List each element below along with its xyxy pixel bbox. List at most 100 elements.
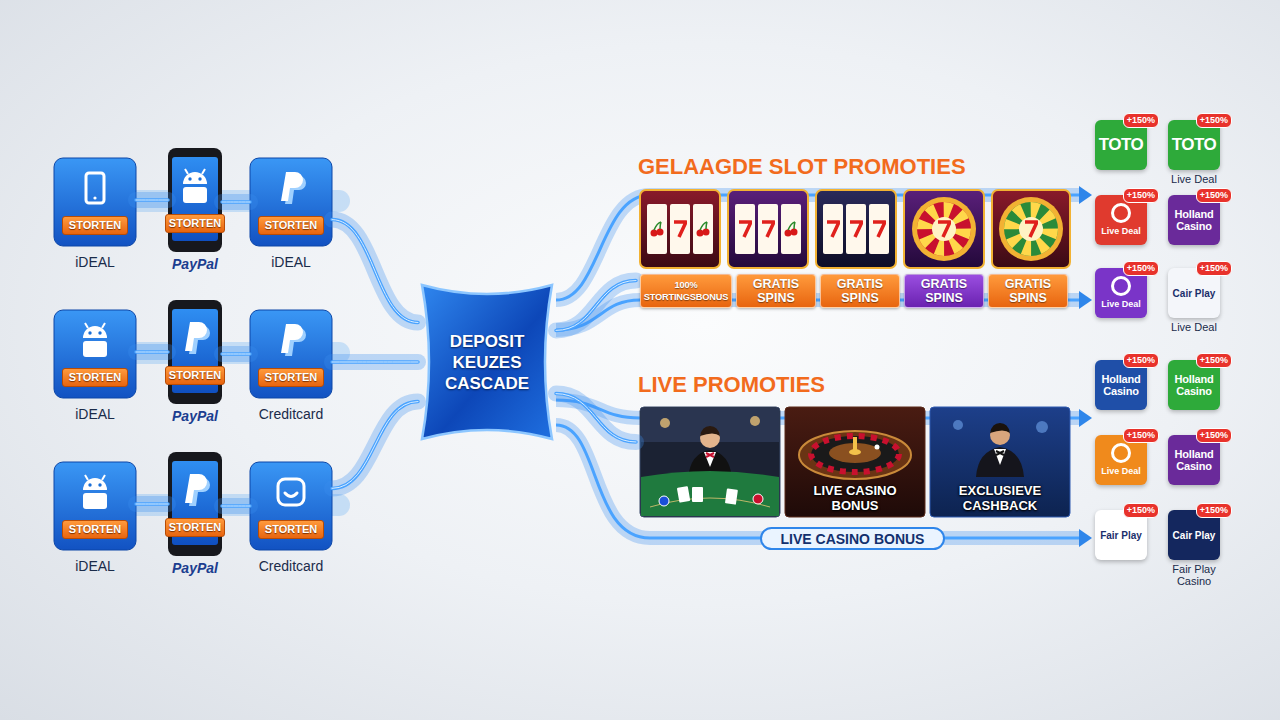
flow-connector bbox=[222, 354, 250, 355]
brand-name: Live Deal bbox=[1097, 299, 1145, 310]
target-icon bbox=[1111, 203, 1131, 223]
flow-connector bbox=[332, 402, 418, 489]
bonus-badge: +150% bbox=[1123, 503, 1159, 518]
flow-line bbox=[222, 200, 250, 204]
deposit-button: STORTEN bbox=[62, 216, 128, 235]
flow-line bbox=[222, 354, 250, 355]
live-tile-art-part bbox=[976, 447, 1024, 477]
payment-icon-art-part bbox=[185, 322, 210, 354]
flow-line bbox=[136, 350, 168, 354]
slot-tile-art-part bbox=[992, 190, 1070, 268]
payment-caption: iDEAL bbox=[34, 558, 156, 574]
payment-caption: Creditcard bbox=[230, 406, 352, 422]
deposit-button: STORTEN bbox=[258, 368, 324, 387]
slot-tile-art-part bbox=[651, 222, 664, 237]
bonus-badge: +150% bbox=[1196, 428, 1232, 443]
brand-name: Holland Casino bbox=[1170, 208, 1218, 232]
bonus-badge: +150% bbox=[1196, 113, 1232, 128]
slot-tile-art-part bbox=[781, 204, 801, 254]
slot-tile-art-part bbox=[816, 190, 896, 268]
payment-icon-art-part bbox=[281, 324, 306, 356]
brand-logo: +150%Holland Casino bbox=[1095, 360, 1147, 410]
flow-arrowhead bbox=[1079, 186, 1092, 547]
slot-tile-art-part bbox=[1013, 211, 1049, 247]
flow-arrowhead-part bbox=[1079, 529, 1092, 547]
deposit-button: STORTEN bbox=[258, 216, 324, 235]
payment-icon-art-part bbox=[83, 323, 107, 357]
bonus-chip: GRATIS SPINS bbox=[988, 274, 1068, 308]
flow-line bbox=[136, 504, 168, 505]
payment-phone-icon: STORTENPayPal bbox=[168, 452, 222, 556]
flow-connector bbox=[556, 394, 636, 442]
brand-caption: Live Deal bbox=[1159, 321, 1229, 333]
brand-name: TOTO bbox=[1170, 135, 1218, 155]
live-tile-art-part bbox=[660, 418, 670, 428]
flow-arrowhead-part bbox=[1079, 409, 1092, 427]
payment-icon: STORTENCreditcard bbox=[250, 310, 332, 398]
flow-line bbox=[222, 194, 250, 210]
live-tile-art-part bbox=[875, 445, 880, 450]
payment-icon-art-part bbox=[54, 462, 136, 550]
slot-tile-art-part bbox=[873, 222, 885, 237]
live-tile-art-part bbox=[753, 494, 763, 504]
group-heading: LIVE PROMOTIES bbox=[638, 372, 825, 397]
payment-icon-art-part bbox=[54, 310, 136, 398]
slot-tile-art-part bbox=[739, 222, 751, 237]
flow-line bbox=[332, 220, 418, 323]
flow-line bbox=[332, 354, 418, 370]
chip-label: GRATIS SPINS bbox=[907, 277, 981, 305]
tile-label: LIVE CASINO BONUS bbox=[799, 483, 911, 513]
flow-line bbox=[332, 402, 418, 489]
slot-tile-art-part bbox=[816, 190, 896, 268]
payment-icon-art-part bbox=[168, 300, 222, 404]
flow-line bbox=[136, 344, 168, 360]
live-tile-art-part bbox=[706, 453, 714, 457]
payment-caption: iDEAL bbox=[34, 406, 156, 422]
slot-tile-art-part bbox=[992, 190, 1070, 268]
brand-logo: +150%Holland Casino bbox=[1168, 195, 1220, 245]
slot-tile-art-part bbox=[762, 222, 774, 237]
payment-icon-art-part bbox=[168, 148, 222, 252]
flow-line bbox=[136, 192, 168, 208]
payment-icon: STORTENiDEAL bbox=[54, 462, 136, 550]
brand-logo: +150%Live Deal bbox=[1095, 435, 1147, 485]
flow-connector bbox=[222, 202, 250, 203]
slot-tile-art-part bbox=[846, 204, 866, 254]
flow-line bbox=[332, 220, 418, 323]
group-heading: GELAAGDE SLOT PROMOTIES bbox=[638, 154, 966, 179]
flow-line bbox=[556, 394, 636, 442]
live-tile-art-part bbox=[704, 452, 716, 467]
brand-name: Live Deal bbox=[1097, 466, 1145, 477]
slot-tile-art-part bbox=[904, 190, 984, 268]
deposit-button: STORTEN bbox=[165, 366, 225, 385]
payment-phone-icon: STORTENPayPal bbox=[168, 300, 222, 404]
brand-name: Fair Play bbox=[1097, 530, 1145, 541]
live-tile-art-part bbox=[853, 437, 857, 452]
bonus-badge: +150% bbox=[1123, 428, 1159, 443]
slot-tile-art-part bbox=[758, 204, 778, 254]
flow-line bbox=[222, 346, 250, 362]
payment-icon: STORTENCreditcard bbox=[250, 462, 332, 550]
payment-icon: STORTENiDEAL bbox=[54, 310, 136, 398]
payment-icon-art-part bbox=[185, 474, 210, 506]
slot-tile-art-part bbox=[912, 197, 976, 261]
payment-icon-art-part bbox=[83, 475, 107, 509]
target-icon bbox=[1111, 276, 1131, 296]
promo-group: GELAAGDE SLOT PROMOTIES100% STORTINGSBON… bbox=[636, 186, 1075, 312]
brand-logo: +150%Fair Play bbox=[1095, 510, 1147, 560]
payment-caption: iDEAL bbox=[34, 254, 156, 270]
live-tile-art-part bbox=[750, 416, 760, 426]
bonus-badge: +150% bbox=[1196, 353, 1232, 368]
flow-connector bbox=[222, 506, 250, 507]
bonus-chip: GRATIS SPINS bbox=[736, 274, 816, 308]
slot-tile-art-part bbox=[640, 190, 720, 268]
flow-line bbox=[222, 506, 250, 507]
flow-line bbox=[332, 362, 418, 363]
slot-tile-art-part bbox=[823, 204, 843, 254]
slot-tile-art-part bbox=[647, 204, 667, 254]
live-tile-art-part bbox=[799, 431, 911, 479]
payment-caption: PayPal bbox=[148, 408, 242, 424]
live-tile-art-part bbox=[996, 451, 1004, 455]
payment-icon: STORTENiDEAL bbox=[250, 158, 332, 246]
slot-tile-art-part bbox=[827, 222, 839, 237]
